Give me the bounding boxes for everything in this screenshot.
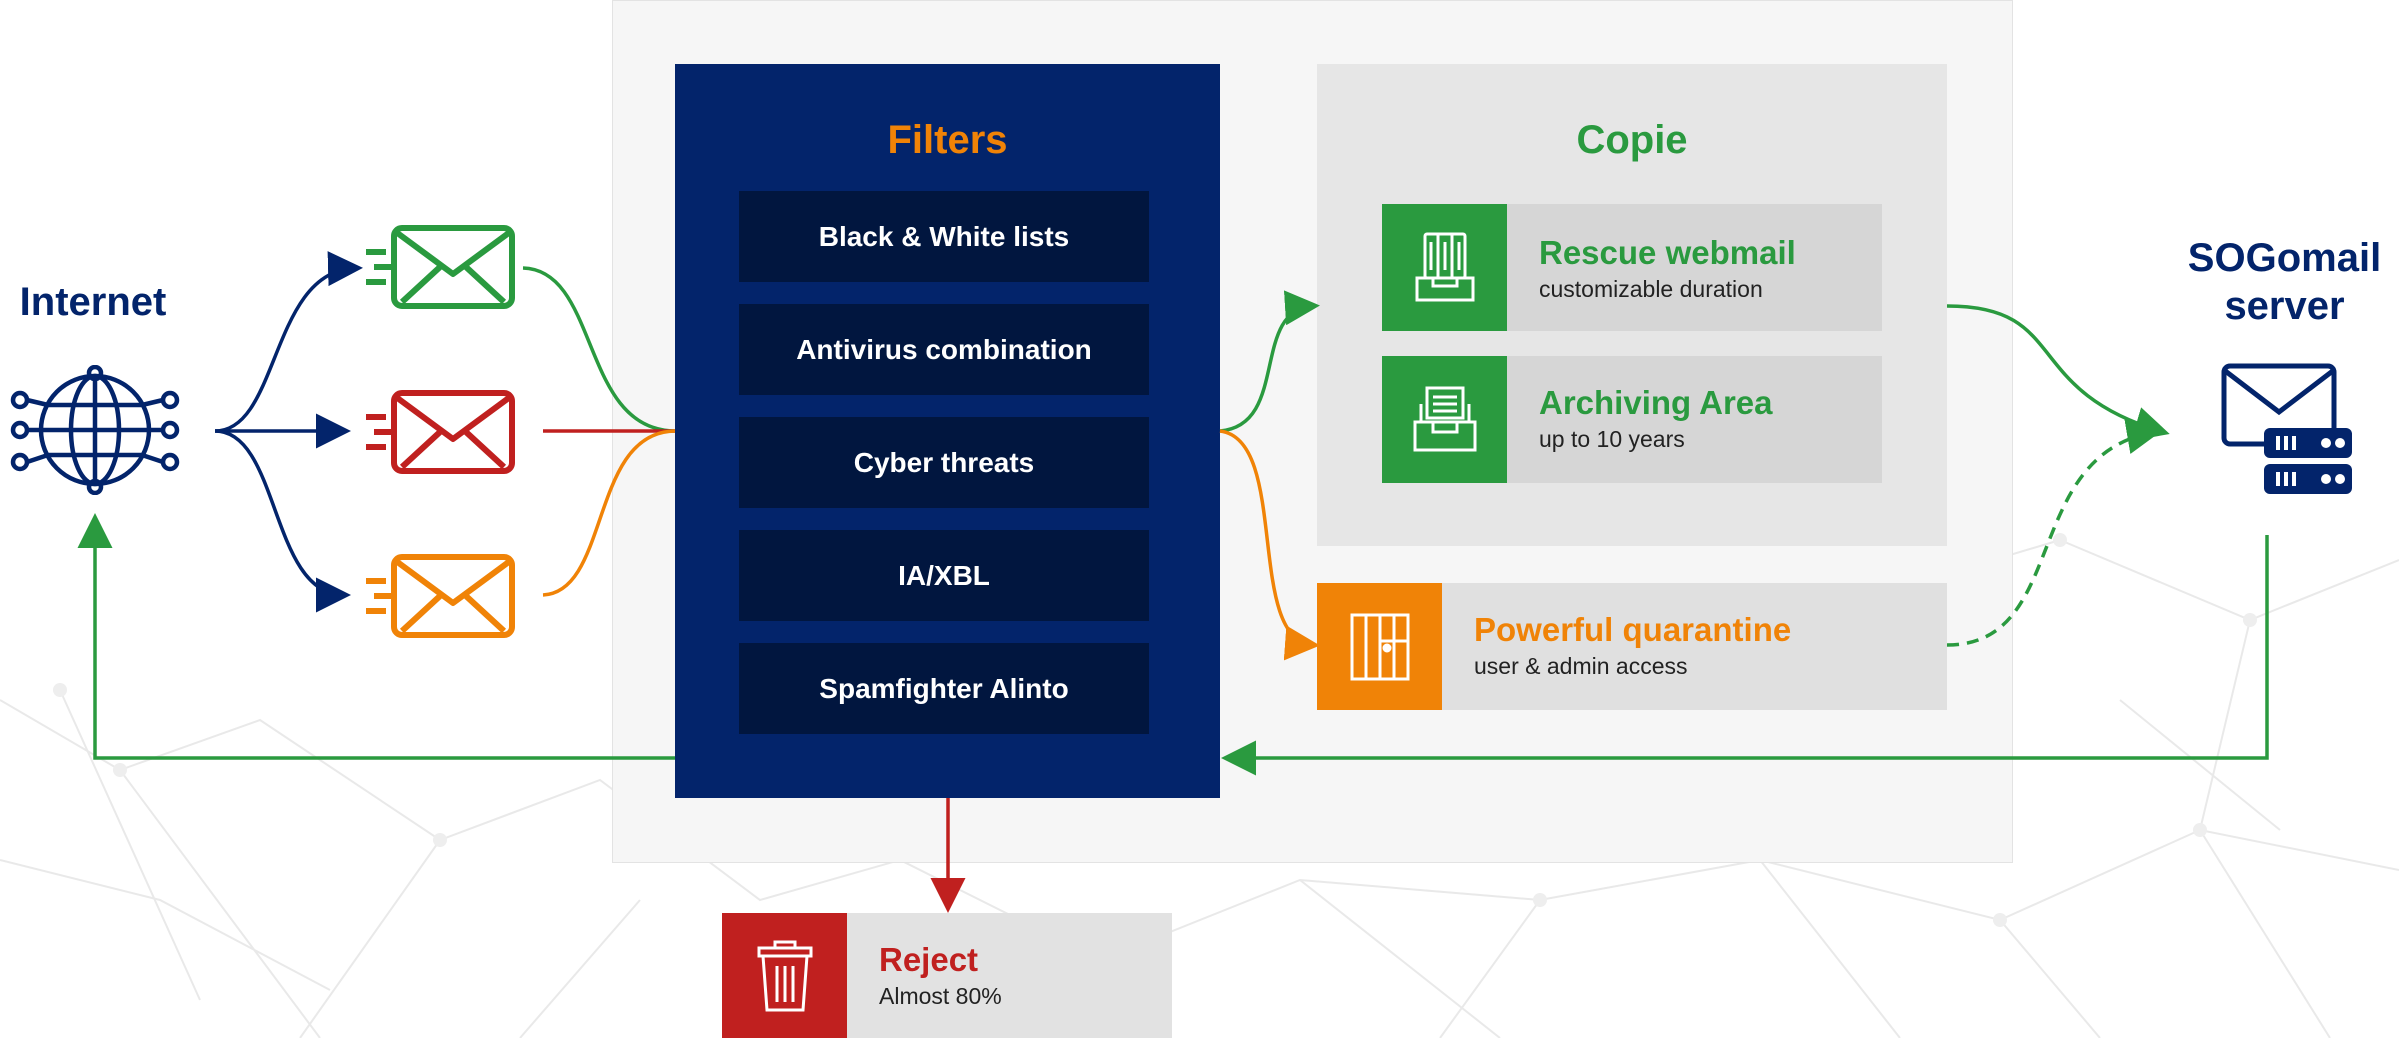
filters-panel: Filters Black & White lists Antivirus co… [675, 64, 1220, 798]
server-label-line1: SOGomail [2187, 236, 2382, 280]
copie-panel: Copie Rescue webmail customizable durati… [1317, 64, 1947, 546]
copie-title: Copie [1576, 118, 1688, 162]
quarantine-subtitle: user & admin access [1474, 653, 1688, 679]
rescue-webmail-subtitle: customizable duration [1539, 276, 1763, 302]
reject-card: Reject Almost 80% [722, 913, 1172, 1038]
trash-can-icon [722, 913, 847, 1038]
archiving-area-title: Archiving Area [1539, 384, 1773, 421]
archive-tray-icon [1382, 356, 1507, 483]
server-rack-icon [1382, 204, 1507, 331]
globe-network-icon [10, 365, 180, 495]
rescue-webmail-card: Rescue webmail customizable duration [1382, 204, 1882, 331]
server-label: SOGomail server [2170, 234, 2399, 330]
reject-subtitle: Almost 80% [879, 983, 1002, 1009]
mail-server-icon [2221, 363, 2352, 494]
rescue-webmail-title: Rescue webmail [1539, 234, 1796, 271]
envelope-icon-orange [366, 554, 515, 638]
quarantine-card: Powerful quarantine user & admin access [1317, 583, 1947, 710]
filters-title: Filters [887, 118, 1008, 162]
envelope-icon-red [366, 390, 515, 474]
quarantine-title: Powerful quarantine [1474, 611, 1792, 648]
filter-item-antivirus: Antivirus combination [739, 304, 1149, 395]
filter-item-spamfighter: Spamfighter Alinto [739, 643, 1149, 734]
jail-bars-icon [1317, 583, 1442, 710]
archiving-area-subtitle: up to 10 years [1539, 426, 1685, 452]
archiving-area-card: Archiving Area up to 10 years [1382, 356, 1882, 483]
internet-label: Internet [19, 280, 167, 324]
envelope-icon-green [366, 225, 515, 309]
server-label-line2: server [2224, 284, 2345, 328]
filter-item-cyber-threats: Cyber threats [739, 417, 1149, 508]
filter-item-black-white-lists: Black & White lists [739, 191, 1149, 282]
filter-item-ia-xbl: IA/XBL [739, 530, 1149, 621]
reject-title: Reject [879, 941, 979, 978]
